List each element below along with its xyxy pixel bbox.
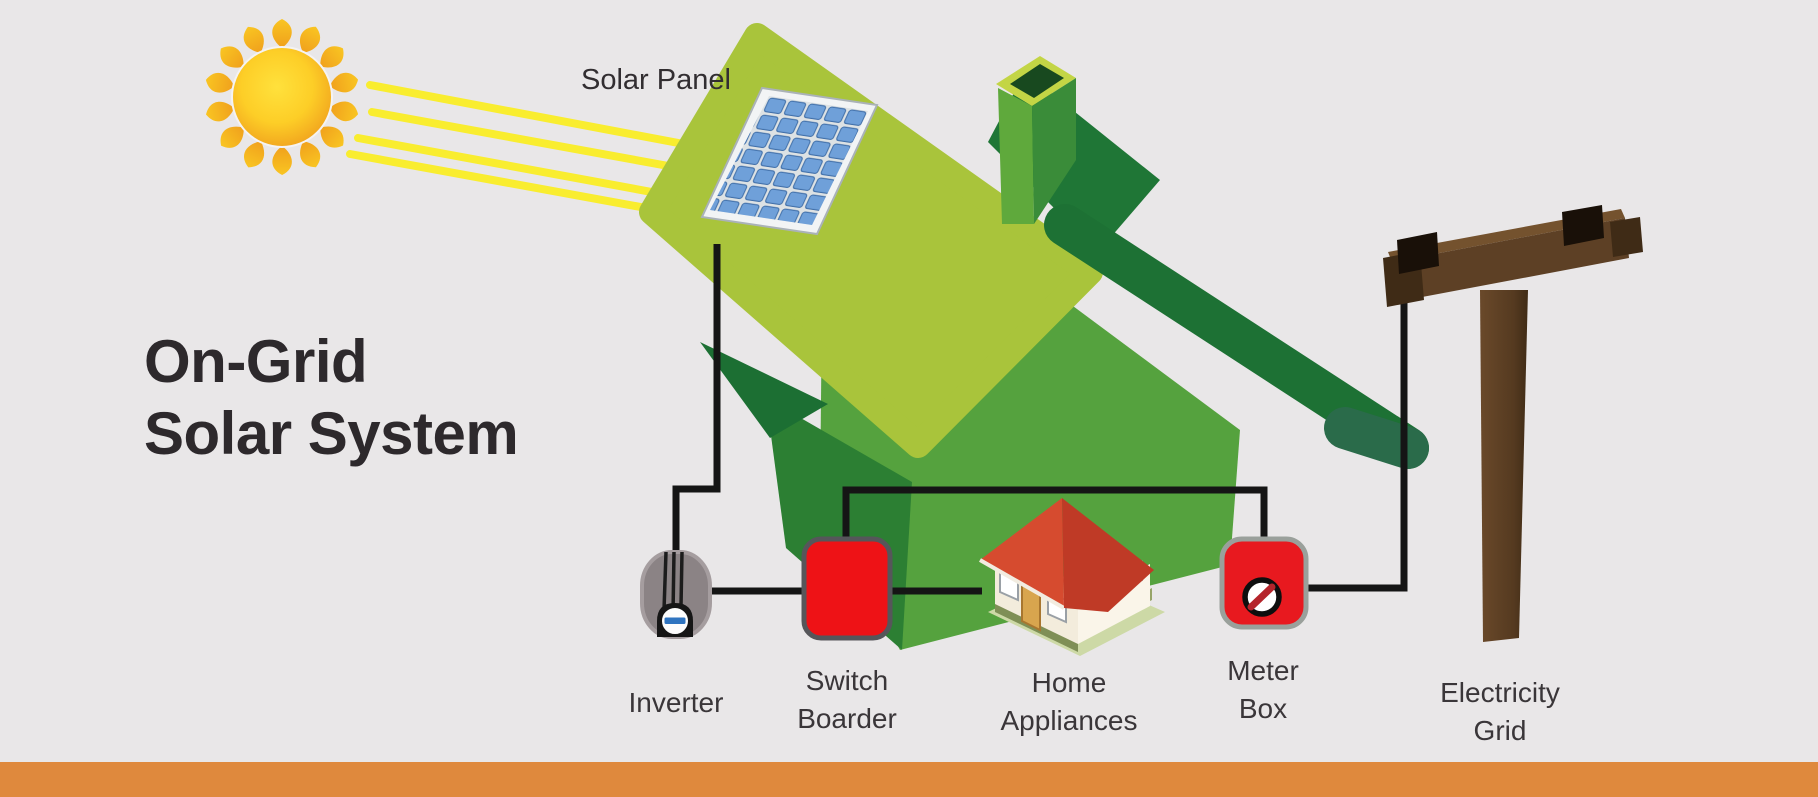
sunbeam-rays: [346, 81, 711, 216]
pole-insulator-left: [1397, 232, 1439, 274]
bottom-orange-bar: [0, 762, 1818, 797]
roof-edge-beam: [1044, 204, 1429, 469]
pole-insulator-right: [1562, 205, 1604, 246]
wire-panel-to-inverter: [672, 244, 721, 556]
solar-panel-label: Solar Panel: [581, 64, 731, 96]
wires: [672, 244, 1408, 595]
meter-box-icon: [1219, 536, 1309, 630]
switch-boarder-label: Switch Boarder: [797, 665, 897, 734]
meter-box-label: Meter Box: [1227, 655, 1299, 724]
home-appliances-icon: [979, 498, 1165, 656]
inverter-label: Inverter: [628, 687, 724, 718]
wire-meter-to-grid: [1304, 303, 1408, 592]
wire-switch-to-meter: [842, 486, 1268, 542]
switch-boarder-icon: [801, 536, 893, 641]
solar-panel-icon: [700, 86, 879, 236]
home-appliances-label: Home Appliances: [1000, 667, 1138, 736]
solar-house-icon: [639, 23, 1429, 650]
electricity-pole-icon: [1383, 205, 1643, 642]
electricity-grid-label: Electricity Grid: [1440, 677, 1560, 746]
chimney: [996, 56, 1076, 224]
inverter-icon: [640, 550, 712, 639]
page-title: On-Grid Solar System: [144, 328, 519, 467]
sun-icon: [203, 19, 361, 176]
